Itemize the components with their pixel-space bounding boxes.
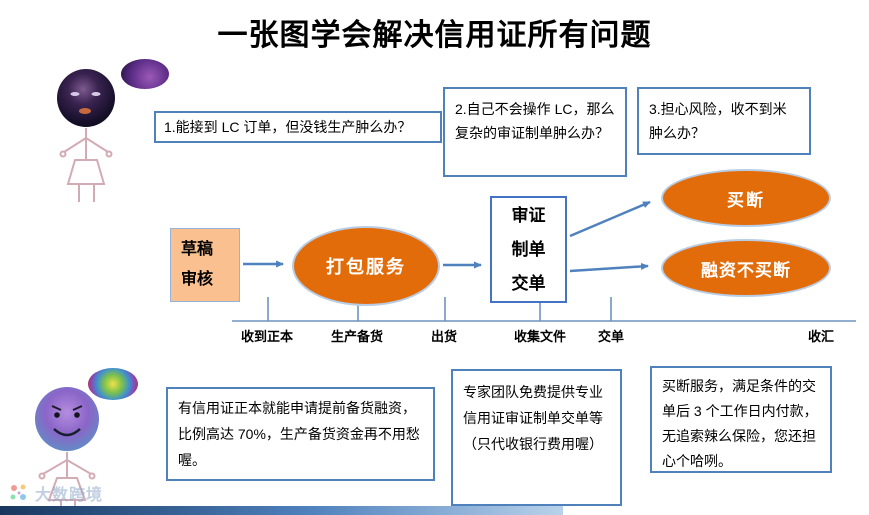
question-box-2: 2.自己不会操作 LC，那么复杂的审证制单肿么办？ bbox=[443, 87, 627, 177]
timeline-label-shipment: 出货 bbox=[430, 329, 458, 344]
answer-text-1: 有信用证正本就能申请提前备货融资，比例高达 70%，生产备货资金再不用愁喔。 bbox=[178, 400, 420, 468]
watermark-text: 大数跨境 bbox=[35, 487, 104, 504]
timeline-label-production: 生产备货 bbox=[330, 329, 384, 344]
timeline-label-present-docs: 交单 bbox=[597, 329, 625, 344]
timeline-label-collect-docs: 收集文件 bbox=[513, 329, 567, 344]
bottom-character-head bbox=[35, 387, 99, 451]
question-text-2: 2.自己不会操作 LC，那么复杂的审证制单肿么办？ bbox=[455, 101, 615, 141]
bottom-speech-bubble bbox=[88, 368, 138, 400]
top-character-eye-left bbox=[70, 92, 80, 96]
site-watermark: 大数跨境 bbox=[8, 481, 103, 505]
question-box-1: 1.能接到 LC 订单，但没钱生产肿么办？ bbox=[154, 111, 442, 143]
timeline-label-receive-payment: 收汇 bbox=[807, 329, 835, 344]
question-text-3: 3.担心风险，收不到米肿么办？ bbox=[649, 101, 787, 141]
arrow-docs-to-financing bbox=[569, 262, 649, 273]
draft-review-box: 草稿 审核 bbox=[170, 228, 240, 302]
packaging-service-ellipse: 打包服务 bbox=[292, 226, 440, 306]
question-text-1: 1.能接到 LC 订单，但没钱生产肿么办？ bbox=[164, 119, 412, 135]
arrow-docs-to-buyout bbox=[569, 200, 651, 238]
answer-box-2: 专家团队免费提供专业信用证审证制单交单等（只代收银行费用喔） bbox=[451, 369, 622, 506]
watermark-logo-icon bbox=[10, 484, 26, 500]
top-character-mouth bbox=[79, 108, 91, 114]
bottom-character-brow-left bbox=[51, 405, 62, 411]
bottom-gradient-bar bbox=[0, 506, 563, 515]
answer-box-1: 有信用证正本就能申请提前备货融资，比例高达 70%，生产备货资金再不用愁喔。 bbox=[166, 387, 435, 481]
top-character-head bbox=[57, 69, 115, 127]
bottom-character-eye-right bbox=[74, 412, 80, 418]
bottom-character-brow-right bbox=[72, 405, 83, 411]
buyout-ellipse: 买断 bbox=[661, 169, 831, 227]
bottom-character-smile bbox=[53, 428, 81, 437]
answer-text-2: 专家团队免费提供专业信用证审证制单交单等（只代收银行费用喔） bbox=[463, 384, 603, 452]
top-character-eye-right bbox=[91, 92, 101, 96]
timeline-label-receive-original: 收到正本 bbox=[240, 329, 294, 344]
page-title: 一张图学会解决信用证所有问题 bbox=[217, 19, 652, 52]
financing-no-buyout-ellipse: 融资不买断 bbox=[661, 239, 831, 297]
top-character-body bbox=[59, 128, 113, 202]
question-box-3: 3.担心风险，收不到米肿么办？ bbox=[637, 87, 811, 155]
doc-process-box: 审证 制单 交单 bbox=[490, 196, 567, 303]
bottom-character-eye-left bbox=[54, 412, 60, 418]
answer-box-3: 买断服务，满足条件的交单后 3 个工作日内付款，无追索辣么保险，您还担心个哈咧。 bbox=[650, 366, 832, 473]
top-speech-bubble bbox=[121, 59, 169, 89]
answer-text-3: 买断服务，满足条件的交单后 3 个工作日内付款，无追索辣么保险，您还担心个哈咧。 bbox=[662, 378, 818, 469]
